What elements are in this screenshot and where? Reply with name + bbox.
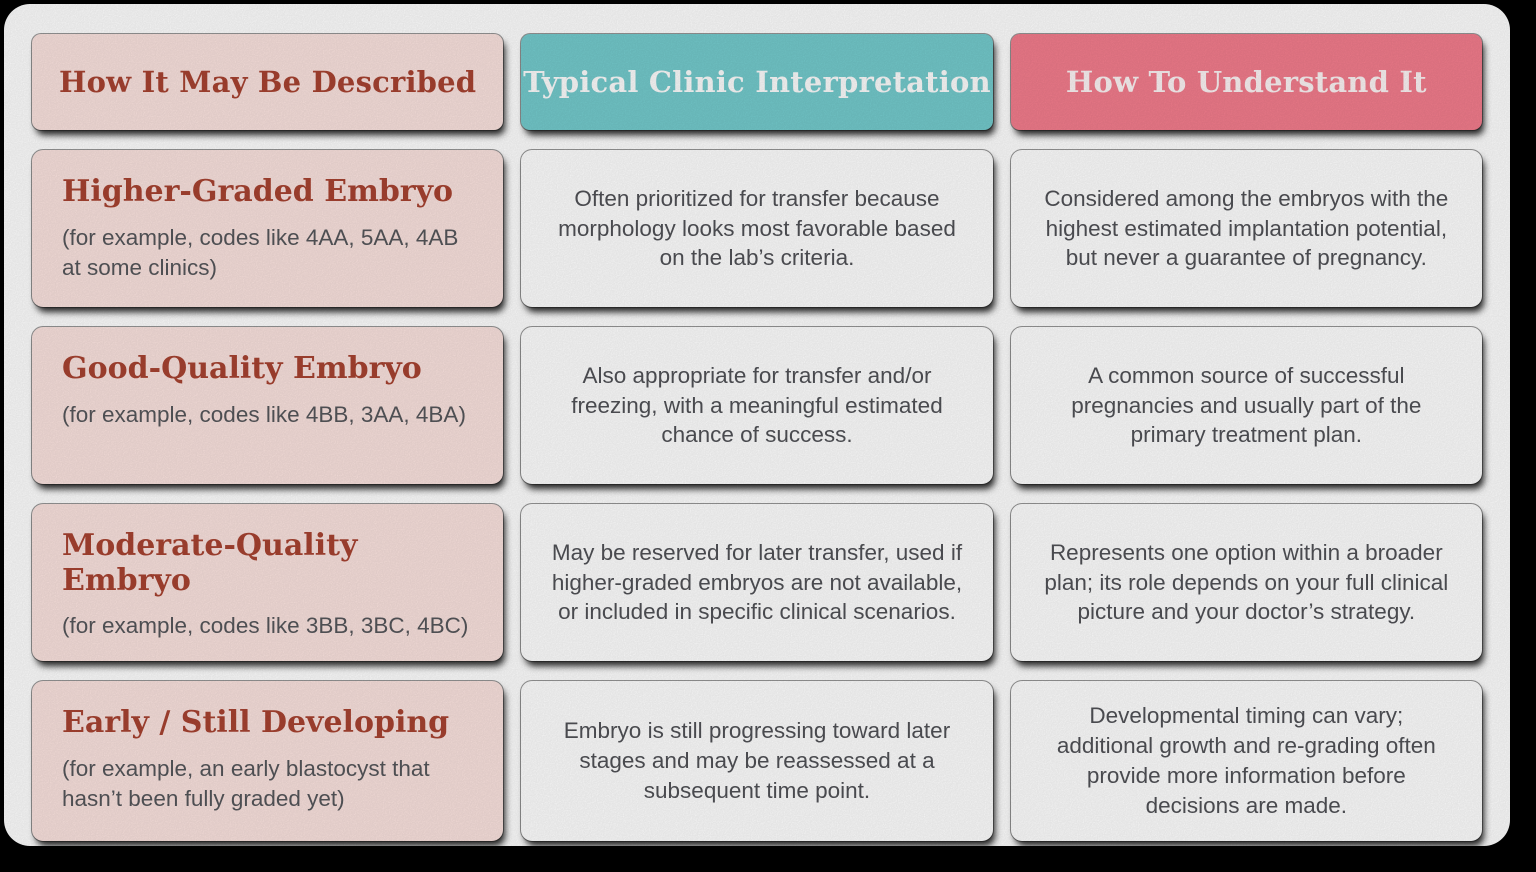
- understanding-text: Developmental timing can vary; additiona…: [1056, 703, 1436, 818]
- row-title: Early / Still Developing: [62, 705, 450, 740]
- understanding-card-moderate-quality: Represents one option within a broader p…: [1010, 504, 1482, 661]
- understanding-text: Represents one option within a broader p…: [1044, 539, 1449, 625]
- understanding-text: A common source of successful pregnancie…: [1071, 362, 1422, 448]
- interpretation-card-early-developing: Embryo is still progressing toward later…: [521, 681, 993, 841]
- row-title: Moderate-Quality Embryo: [62, 528, 358, 598]
- understanding-card-higher-graded: Considered among the embryos with the hi…: [1010, 150, 1482, 307]
- column-header-described: How It May Be Described: [32, 34, 504, 130]
- column-header-label: How It May Be Described: [59, 65, 477, 99]
- column-header-interpretation: Typical Clinic Interpretation: [521, 34, 993, 130]
- understanding-text: Considered among the embryos with the hi…: [1044, 185, 1449, 271]
- interpretation-card-higher-graded: Often prioritized for transfer because m…: [521, 150, 993, 307]
- interpretation-text: May be reserved for later transfer, used…: [551, 539, 963, 625]
- understanding-card-early-developing: Developmental timing can vary; additiona…: [1010, 681, 1482, 841]
- row-label-card-early-developing: Early / Still Developing (for example, a…: [32, 681, 504, 841]
- table-sheet: How It May Be Described Typical Clinic I…: [4, 4, 1510, 846]
- row-label-card-good-quality: Good-Quality Embryo (for example, codes …: [32, 327, 504, 484]
- interpretation-text: Often prioritized for transfer because m…: [558, 185, 956, 271]
- comparison-table: How It May Be Described Typical Clinic I…: [32, 34, 1482, 841]
- interpretation-text: Also appropriate for transfer and/or fre…: [571, 362, 943, 448]
- interpretation-card-good-quality: Also appropriate for transfer and/or fre…: [521, 327, 993, 484]
- row-label-card-higher-graded: Higher-Graded Embryo (for example, codes…: [32, 150, 504, 307]
- column-header-understand: How To Understand It: [1010, 34, 1482, 130]
- row-example: (for example, codes like 3BB, 3BC, 4BC): [62, 613, 469, 638]
- column-header-label: Typical Clinic Interpretation: [523, 65, 991, 99]
- understanding-card-good-quality: A common source of successful pregnancie…: [1010, 327, 1482, 484]
- row-example: (for example, codes like 4BB, 3AA, 4BA): [62, 401, 466, 427]
- interpretation-card-moderate-quality: May be reserved for later transfer, used…: [521, 504, 993, 661]
- row-title: Good-Quality Embryo: [62, 351, 422, 386]
- column-header-label: How To Understand It: [1065, 65, 1427, 99]
- row-label-card-moderate-quality: Moderate-Quality Embryo (for example, co…: [32, 504, 504, 661]
- row-example: (for example, an early blastocyst that h…: [62, 755, 430, 811]
- interpretation-text: Embryo is still progressing toward later…: [563, 718, 951, 803]
- row-title: Higher-Graded Embryo: [62, 174, 454, 209]
- row-example: (for example, codes like 4AA, 5AA, 4AB a…: [62, 224, 459, 280]
